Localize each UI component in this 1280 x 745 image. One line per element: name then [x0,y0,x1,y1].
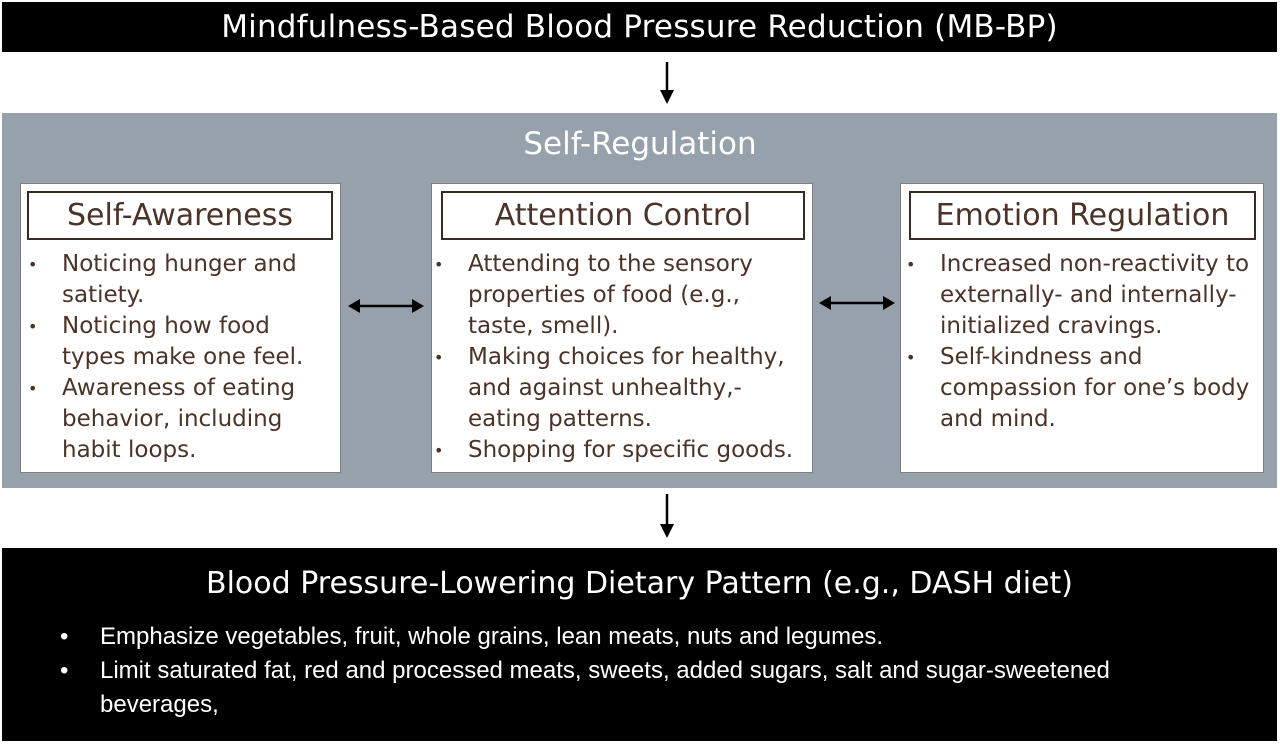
bullet-icon: • [60,657,69,684]
emotion-regulation-heading: Emotion Regulation [909,191,1256,240]
panel-title: Self-Regulation [523,126,757,162]
self-awareness-list: • Noticing hunger and satiety. • Noticing … [26,249,326,466]
attention-control-list: • Attending to the sensory properties of … [432,249,808,466]
bullet-icon: • [906,255,916,274]
list-item: • Awareness of eating behavior, including… [26,373,326,466]
bullet-text: Awareness of eating behavior, including … [62,375,296,463]
down-arrow-icon [660,494,674,538]
list-item: • Attending to the sensory properties of … [432,249,808,342]
attention-control-heading-text: Attention Control [494,198,752,233]
emotion-regulation-card [900,183,1264,473]
self-awareness-card [20,183,341,473]
down-arrow-icon [660,62,674,104]
bullet-text: Limit saturated fat, red and processed m… [100,657,1110,718]
bullet-icon: • [434,348,444,367]
emotion-regulation-list: • Increased non-reactivity to externally-… [904,249,1260,435]
bullet-text: Self-kindness and compassion for one’s b… [940,344,1250,432]
dietary-pattern-list: • Emphasize vegetables, fruit, whole grai… [60,620,1210,722]
list-item: • Emphasize vegetables, fruit, whole grai… [60,620,1210,654]
list-item: • Limit saturated fat, red and processed … [60,654,1210,722]
emotion-regulation-heading-text: Emotion Regulation [935,198,1230,233]
bullet-icon: • [906,348,916,367]
list-item: • Making choices for healthy, and against… [432,342,808,435]
self-awareness-heading: Self-Awareness [27,191,333,240]
list-item: • Noticing how food types make one feel. [26,311,326,373]
list-item: • Self-kindness and compassion for one’s … [904,342,1260,435]
attention-control-card [431,183,813,473]
list-item: • Increased non-reactivity to externally-… [904,249,1260,342]
double-arrow-icon [348,299,424,313]
bullet-icon: • [434,255,444,274]
attention-control-heading: Attention Control [441,191,805,240]
list-item: • Shopping for specific goods. [432,435,808,466]
dietary-pattern-title: Blood Pressure-Lowering Dietary Pattern … [206,566,1073,601]
bullet-icon: • [28,317,38,336]
bullet-icon: • [28,379,38,398]
bullet-text: Increased non-reactivity to externally- … [940,251,1250,339]
double-arrow-icon [819,296,895,310]
self-awareness-heading-text: Self-Awareness [66,198,293,233]
bullet-text: Noticing hunger and satiety. [62,251,297,308]
bullet-icon: • [434,441,444,460]
bullet-text: Attending to the sensory properties of f… [468,251,753,339]
bullet-icon: • [28,255,38,274]
dietary-pattern-box: Blood Pressure-Lowering Dietary Pattern … [2,548,1277,741]
top-title: Mindfulness-Based Blood Pressure Reducti… [221,9,1058,45]
list-item: • Noticing hunger and satiety. [26,249,326,311]
bullet-text: Shopping for specific goods. [468,437,794,463]
bullet-icon: • [60,623,69,650]
bullet-text: Noticing how food types make one feel. [62,313,304,370]
bullet-text: Emphasize vegetables, fruit, whole grain… [100,623,884,650]
top-title-bar: Mindfulness-Based Blood Pressure Reducti… [2,2,1277,52]
bullet-text: Making choices for healthy, and against … [468,344,785,432]
